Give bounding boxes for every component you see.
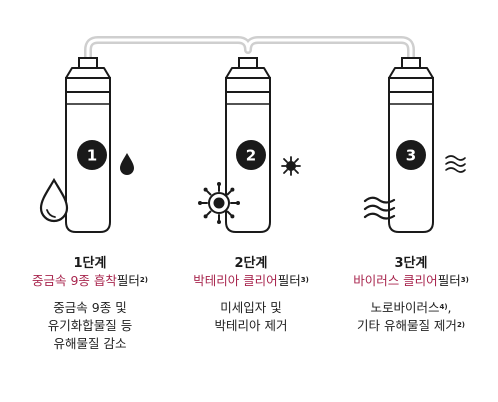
stage-number-1: 1 bbox=[87, 147, 97, 165]
stage-2-desc-line-2: 박테리아 제거 bbox=[214, 318, 288, 333]
stage-number-3: 3 bbox=[406, 147, 416, 165]
connecting-pipe-inner bbox=[86, 38, 413, 66]
stage-2-filter: 박테리아 클리어필터3) bbox=[166, 272, 336, 290]
stage-number-badge-3 bbox=[396, 140, 426, 170]
filter-cartridge-3: 3 bbox=[363, 57, 466, 233]
stage-1-filter-suffix: 필터 bbox=[116, 273, 140, 288]
stage-1-description: 중금속 9종 및 유기화합물질 등 유해물질 감소 bbox=[5, 299, 175, 353]
stage-2-desc-line-1: 미세입자 및 bbox=[220, 300, 282, 315]
stage-1-filter: 중금속 9종 흡착필터2) bbox=[5, 272, 175, 290]
stage-2-filter-highlight: 박테리아 클리어 bbox=[193, 273, 278, 288]
stage-number-badge-2 bbox=[236, 140, 266, 170]
stage-3-text: 3단계 바이러스 클리어필터3) 노로바이러스4), 기타 유해물질 제거2) bbox=[326, 256, 496, 335]
stage-number-badge-1 bbox=[77, 140, 107, 170]
stage-3-desc-line-2: 기타 유해물질 제거2) bbox=[326, 317, 496, 335]
stage-2-description: 미세입자 및 박테리아 제거 bbox=[166, 299, 336, 335]
stage-1-filter-highlight: 중금속 9종 흡착 bbox=[32, 273, 117, 288]
stage-3-filter-suffix: 필터 bbox=[437, 273, 461, 288]
water-drop-small-icon bbox=[120, 153, 134, 175]
filter-cartridge-1: 1 bbox=[39, 57, 134, 233]
bacteria-large-icon bbox=[198, 182, 240, 224]
stage-3-filter: 바이러스 클리어필터3) bbox=[326, 272, 496, 290]
stage-3-desc-line-1: 노로바이러스4), bbox=[326, 299, 496, 317]
filter-cartridge-2: 2 bbox=[198, 57, 301, 233]
stage-3-filter-highlight: 바이러스 클리어 bbox=[353, 273, 438, 288]
stage-1-filter-note: 2) bbox=[139, 276, 148, 284]
stage-3-filter-note: 3) bbox=[460, 276, 469, 284]
stage-3-desc-line-2-text: 기타 유해물질 제거 bbox=[356, 318, 457, 333]
water-drop-large-icon bbox=[39, 177, 69, 223]
stage-3-title: 3단계 bbox=[394, 256, 428, 271]
virus-wave-small-icon bbox=[445, 155, 466, 173]
stage-number-2: 2 bbox=[246, 147, 256, 165]
stage-2-filter-suffix: 필터 bbox=[277, 273, 301, 288]
stage-1-desc-line-2: 유기화합물질 등 bbox=[47, 318, 133, 333]
stage-2-filter-note: 3) bbox=[300, 276, 309, 284]
filter-diagram: 1 2 bbox=[39, 36, 466, 233]
stage-2-text: 2단계 박테리아 클리어필터3) 미세입자 및 박테리아 제거 bbox=[166, 256, 336, 335]
stage-1-title: 1단계 bbox=[73, 256, 107, 271]
bacteria-small-icon bbox=[281, 156, 301, 176]
stage-2-title: 2단계 bbox=[234, 256, 268, 271]
stage-3-desc-line-1-note: 4) bbox=[439, 303, 448, 311]
stage-1-desc-line-3: 유해물질 감소 bbox=[53, 336, 127, 351]
stage-3-description: 노로바이러스4), 기타 유해물질 제거2) bbox=[326, 299, 496, 335]
stage-1-text: 1단계 중금속 9종 흡착필터2) 중금속 9종 및 유기화합물질 등 유해물질… bbox=[5, 256, 175, 353]
stage-3-desc-line-2-note: 2) bbox=[456, 321, 466, 329]
stage-3-desc-line-1-tail: , bbox=[447, 300, 452, 315]
stage-3-desc-line-1-text: 노로바이러스 bbox=[370, 300, 440, 315]
virus-wave-large-icon bbox=[363, 196, 396, 220]
stage-1-desc-line-1: 중금속 9종 및 bbox=[53, 300, 127, 315]
